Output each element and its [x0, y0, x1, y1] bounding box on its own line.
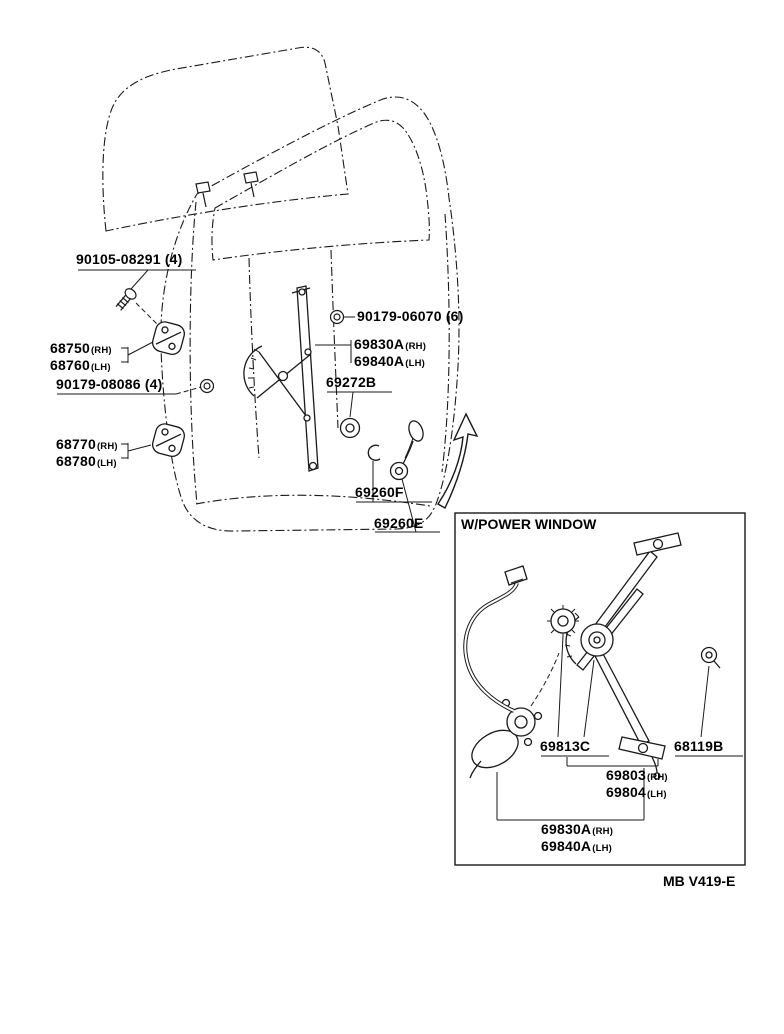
pw-motor-cable-core [464, 582, 518, 712]
upper-hinge [151, 321, 185, 355]
glass-run-line-right [330, 249, 339, 429]
door-glass-outline [102, 46, 349, 232]
callout-lower-hinge: 68770(RH) 68780(LH) [56, 437, 118, 471]
callout-pw-regulator-assy-lh: 69840A(LH) [541, 838, 613, 854]
handle-snap-ring [367, 444, 381, 461]
callout-window-crank-handle: 69260E [374, 515, 424, 531]
door-outline [160, 96, 460, 532]
callout-pw-motor: 69813C [540, 738, 591, 754]
callout-regulator-nut: 90179-06070 (6) [357, 308, 464, 324]
callout-regulator: 69830A(RH) 69840A(LH) [354, 337, 426, 371]
regulator-nut [329, 309, 345, 325]
callout-upper-hinge-lh: 68760(LH) [50, 357, 111, 373]
pw-cable-drum [547, 605, 579, 637]
pw-motor [469, 698, 543, 779]
phantom-outlines [102, 46, 460, 532]
door-inner-panel-line-bottom [195, 494, 431, 507]
callout-pw-regulator-sub: 69803(RH) 69804(LH) [606, 768, 668, 802]
direction-arrow [437, 412, 479, 509]
power-window-box [454, 512, 746, 866]
callout-upper-hinge-rh: 68750(RH) [50, 340, 112, 356]
glass-clips [195, 171, 259, 208]
hinge-bolt [115, 288, 137, 311]
window-regulator [243, 285, 319, 472]
door-inner-panel-line-right [441, 213, 450, 473]
callout-lower-hinge-lh: 68780(LH) [56, 453, 117, 469]
door-inner-panel-line-left [189, 201, 198, 505]
callout-regulator-rh: 69830A(RH) [354, 336, 427, 352]
door-window-frame-inner [211, 119, 430, 261]
hinge-nut [199, 378, 215, 394]
callout-pw-regulator-assy-rh: 69830A(RH) [541, 821, 614, 837]
callout-regulator-lh: 69840A(LH) [354, 353, 426, 369]
leader-lines [57, 269, 743, 821]
callout-escutcheon: 69272B [326, 374, 377, 390]
dashed-leader-lines [135, 302, 560, 707]
pw-regulator [564, 532, 682, 780]
figure-code: MB V419-E [663, 873, 736, 889]
callout-hinge-nut: 90179-08086 (4) [56, 376, 163, 392]
pw-holder-clip [700, 646, 721, 669]
pw-cable-connector [504, 565, 528, 586]
lower-hinge [151, 423, 185, 457]
glass-run-line-left [248, 257, 260, 459]
callout-upper-hinge: 68750(RH) 68760(LH) [50, 341, 112, 375]
callout-pw-regulator-sub-lh: 69804(LH) [606, 784, 667, 800]
callout-hinge-screw: 90105-08291 (4) [76, 251, 183, 267]
callout-pw-clip: 68119B [674, 738, 724, 754]
callout-pw-regulator-assy: 69830A(RH) 69840A(LH) [541, 822, 613, 856]
callout-pw-regulator-sub-rh: 69803(RH) [606, 767, 668, 783]
callout-handle-snap-ring: 69260F [355, 484, 404, 500]
callout-lower-hinge-rh: 68770(RH) [56, 436, 118, 452]
window-crank-handle [389, 420, 424, 481]
power-window-caption: W/POWER WINDOW [461, 516, 597, 532]
handle-escutcheon [339, 417, 361, 439]
